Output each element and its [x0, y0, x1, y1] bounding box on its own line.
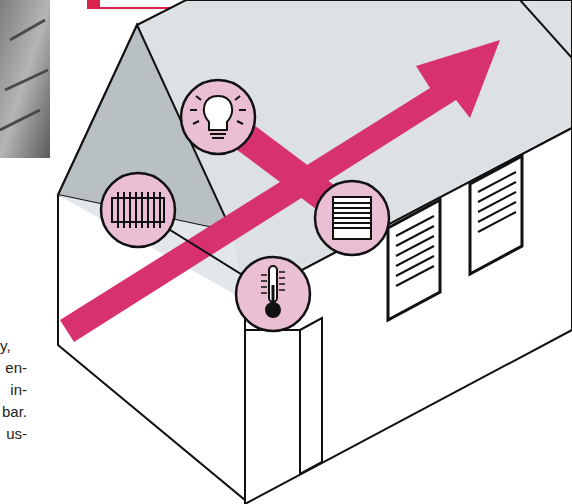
text-fragment: en- — [5, 359, 27, 377]
thermometer-symbol — [236, 257, 310, 331]
lightbulb-symbol — [181, 80, 255, 154]
window — [388, 200, 440, 320]
door — [300, 318, 322, 474]
text-fragment: us- — [6, 425, 27, 443]
title-marker — [88, 0, 100, 8]
text-fragment: bar. — [2, 403, 27, 421]
photo-detail — [0, 20, 48, 130]
text-fragment: in- — [10, 381, 27, 399]
roof-edge — [520, 0, 572, 58]
radiator-symbol — [101, 173, 175, 247]
photo — [0, 0, 50, 158]
gable-wall — [58, 25, 245, 500]
energy-arrow — [60, 40, 500, 342]
shutter-symbol — [315, 181, 389, 255]
text-fragment: y, — [0, 337, 11, 355]
window — [470, 156, 522, 274]
shutter-slats — [396, 172, 516, 286]
